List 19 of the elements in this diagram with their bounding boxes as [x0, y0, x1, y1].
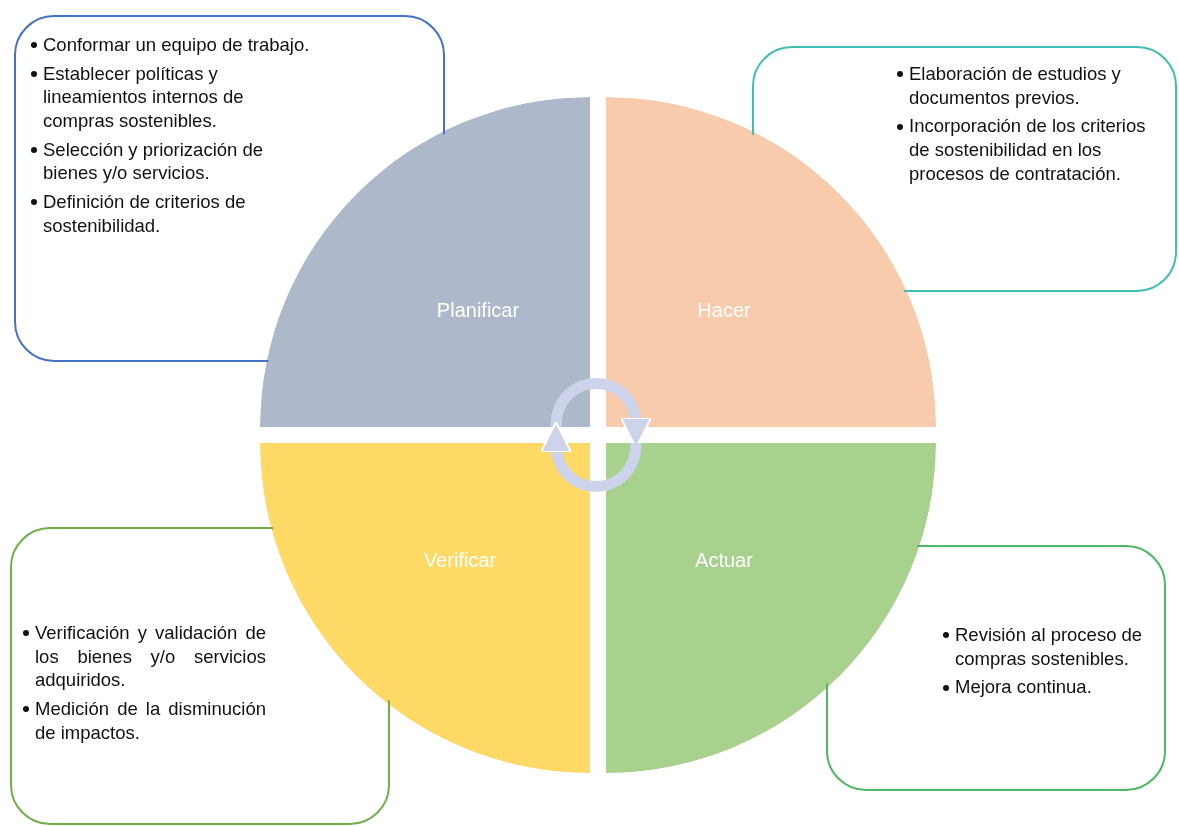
bullet-text: Revisión al proceso de compras sostenibles. — [942, 623, 1152, 671]
bullet-text: Conformar un equipo de trabajo. — [30, 33, 312, 57]
text-box — [826, 545, 1166, 791]
quadrant-label: Planificar — [436, 298, 520, 322]
bullet-text: Incorporación de los criterios de sostenibilidad en los procesos de contratación. — [896, 114, 1168, 186]
text-box — [10, 527, 390, 825]
bullet-text: Mejora continua. — [942, 675, 1152, 699]
quadrant-label: Hacer — [697, 298, 751, 322]
bullet-text: Verificación y validación de los bienes y/o servicios adquiridos. — [22, 621, 266, 692]
bullet-text: Medición de la disminución de impactos. — [22, 697, 266, 745]
quadrant-shape — [606, 443, 936, 773]
bullet-text: Elaboración de estudios y documentos previos. — [896, 62, 1168, 110]
cycle-arrow — [541, 421, 642, 492]
bullet-text: Selección y priorización de bienes y/o servicios. — [30, 137, 312, 186]
bullet-text: Definición de criterios de sostenibilidad. — [30, 190, 312, 238]
quadrant-label: Verificar — [423, 548, 497, 572]
bullet-text: Establecer políticas y lineamientos internos de compras sostenibles. — [30, 61, 312, 133]
quadrant-shape — [260, 97, 590, 427]
quadrant-label: Actuar — [695, 548, 753, 572]
